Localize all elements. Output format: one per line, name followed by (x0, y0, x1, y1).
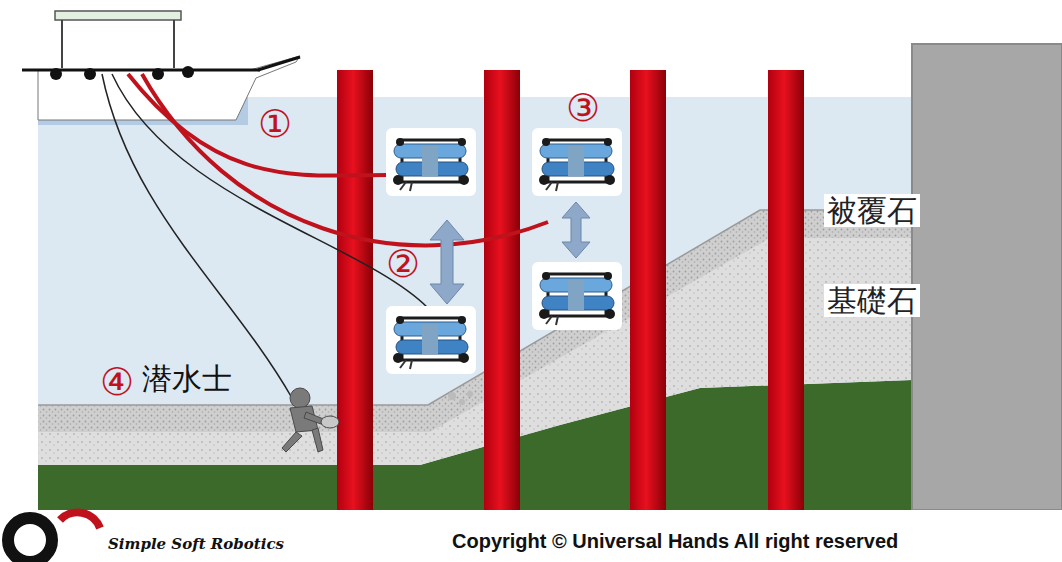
copyright-notice: Copyright © Universal Hands All right re… (452, 530, 898, 552)
winch-wheel (182, 66, 194, 78)
double-arrow (562, 202, 590, 258)
material-label: 基礎石 (824, 284, 920, 317)
tether-cable-red (142, 74, 548, 245)
steel-pile (630, 70, 666, 510)
footer-band (0, 510, 1062, 562)
cables (102, 74, 548, 398)
callout-number: ④ (100, 362, 134, 404)
callout-number: ① (258, 104, 292, 146)
boat-canopy (55, 11, 181, 20)
debris (448, 392, 456, 400)
diver-leg (282, 432, 302, 452)
callout-number: ③ (566, 88, 600, 130)
callout-number: ② (386, 244, 420, 286)
steel-pile (768, 70, 804, 510)
tether-cable-red (128, 74, 388, 176)
debris (448, 391, 473, 405)
debris (459, 399, 465, 405)
boat-deck (38, 69, 260, 72)
worker-label: 潜水士 (142, 362, 232, 395)
boat-stern (22, 69, 38, 72)
diver-leg (312, 428, 323, 452)
double-arrow (430, 220, 464, 304)
winch-wheel (50, 68, 62, 80)
canopy-leg (61, 20, 63, 68)
debris (467, 391, 473, 397)
logo (8, 512, 100, 562)
logo-arc (60, 512, 100, 528)
steel-pile (484, 70, 520, 510)
boat-bow (258, 57, 300, 70)
material-label: 被覆石 (824, 194, 920, 227)
diver-helmet (290, 388, 310, 408)
rovs (386, 128, 622, 374)
motion-arrows (430, 202, 590, 304)
quay-wall (912, 44, 1062, 510)
winch-wheel (152, 68, 164, 80)
diver (282, 388, 339, 452)
tether-cable (112, 74, 428, 308)
logo-text: Simple Soft Robotics (108, 536, 284, 553)
rov-image (532, 262, 622, 330)
rov-image (386, 128, 476, 196)
logo-ring (8, 518, 52, 562)
stone (321, 416, 339, 428)
steel-pile (337, 70, 373, 510)
rov-image (386, 306, 476, 374)
winch-wheel (84, 68, 96, 80)
rov-image (532, 128, 622, 196)
diver-cable (102, 74, 292, 398)
canopy-leg (173, 20, 175, 68)
